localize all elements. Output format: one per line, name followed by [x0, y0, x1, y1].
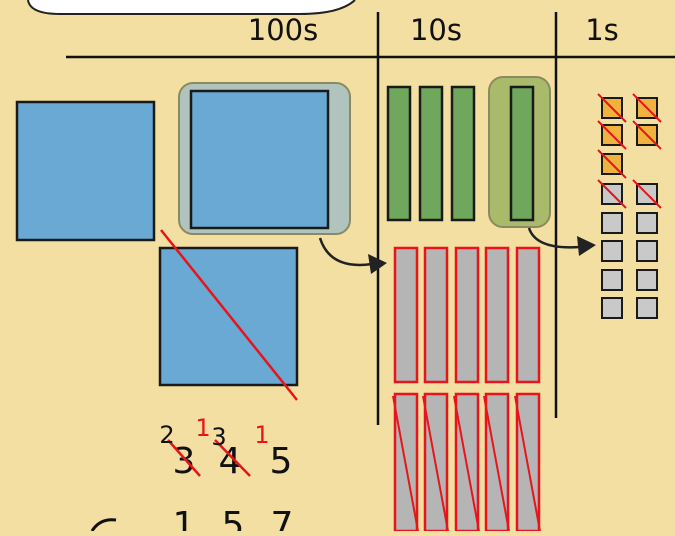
strike-minuend-tens	[214, 439, 251, 477]
ten-rod	[386, 85, 412, 222]
one-unit-from-ten	[601, 212, 623, 234]
borrow-hundreds-new: 2	[159, 421, 174, 449]
header-hundreds: 100s	[248, 13, 318, 47]
header-ones: 1s	[585, 13, 619, 47]
strike-one-unit	[632, 93, 662, 123]
strike-ten-rod	[453, 395, 480, 532]
one-unit-from-ten	[636, 269, 658, 291]
ten-rod-from-hundred	[393, 246, 419, 384]
one-unit-from-ten	[636, 240, 658, 262]
strike-ten-rod	[392, 395, 419, 532]
strike-one-unit	[597, 93, 627, 123]
one-unit-from-ten	[636, 297, 658, 319]
one-unit-from-ten	[636, 212, 658, 234]
strike-minuend-hundreds	[167, 439, 201, 477]
hundred-block-crossed	[158, 246, 299, 387]
ten-rod	[450, 85, 476, 222]
regroup-arrow-ten-to-ones	[527, 227, 581, 249]
ten-rod	[418, 85, 444, 222]
borrow-ones-carry: 1	[254, 421, 269, 449]
regroup-arrow-hundred-to-tens	[318, 237, 373, 267]
ten-rod-from-hundred	[454, 246, 480, 384]
regroup-arrowhead-hundred	[368, 254, 387, 274]
one-unit-from-ten	[601, 269, 623, 291]
header-tens: 10s	[410, 13, 462, 47]
hundred-block-regrouped	[189, 89, 330, 230]
ten-rod-from-hundred	[515, 246, 541, 384]
strike-ten-rod	[483, 395, 510, 532]
borrow-tens-carry: 1	[195, 414, 210, 442]
one-unit-from-ten	[601, 240, 623, 262]
strike-ten-rod	[514, 395, 541, 532]
borrow-tens-new: 3	[211, 423, 226, 451]
subtrahend-ones-digit: 7	[271, 505, 294, 531]
one-unit-from-ten	[601, 297, 623, 319]
strike-one-unit	[597, 149, 627, 179]
ten-rod-regrouped	[509, 85, 535, 222]
hundred-block	[15, 100, 156, 242]
subtrahend-tens-digit: 5	[222, 505, 245, 531]
strike-one-unit	[597, 179, 627, 209]
subtrahend-hundreds-digit: 1	[173, 505, 196, 531]
strike-ten-rod	[422, 395, 449, 532]
regroup-arrowhead-ten	[577, 236, 596, 256]
strike-hundred	[160, 229, 298, 401]
minuend-ones-digit: 5	[270, 441, 293, 482]
strike-one-unit	[632, 179, 662, 209]
minus-sign-partial	[90, 518, 117, 532]
strike-one-unit	[632, 120, 662, 150]
ten-rod-from-hundred	[423, 246, 449, 384]
top-bubble-edge	[27, 0, 356, 15]
strike-one-unit	[597, 120, 627, 150]
ten-rod-from-hundred	[484, 246, 510, 384]
